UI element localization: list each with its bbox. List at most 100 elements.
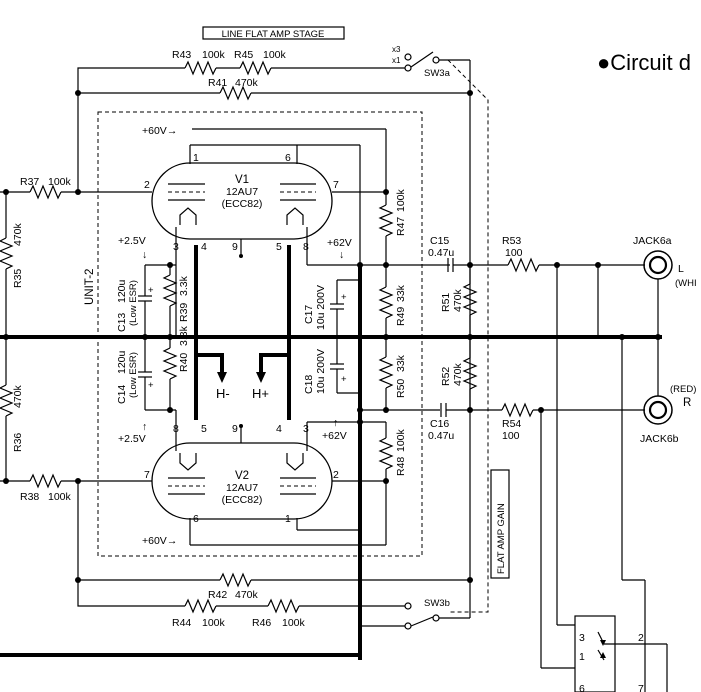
heater-minus-label: H- [216,386,230,401]
svg-text:+: + [148,380,154,391]
r46-val: 100k [282,617,306,629]
r36-val: 470k [12,384,24,408]
r38-symbol [29,473,62,489]
c16-ref: C16 [430,418,449,430]
v25-bot: +2.5V [118,433,146,445]
r44-ref: R44 [172,617,191,629]
heater-minus-line [194,245,224,372]
v2-pin-6: 6 [193,513,199,525]
c13-ref: C13 [116,313,128,332]
fb-top-left-wire [77,67,185,192]
r49-val: 33k [395,284,407,302]
v60-bot: +60V→ [142,535,177,547]
r39-symbol [162,274,178,307]
sw3a-label: SW3a [424,68,451,79]
sw3a-x3: x3 [392,45,401,54]
jack6b-outer [643,395,673,425]
r36-ref: R36 [12,433,24,452]
circuit-title: ●Circuit d [597,50,691,75]
r43-symbol [184,60,217,76]
c16-val: 0.47u [428,430,454,442]
svg-text:↑: ↑ [142,421,147,433]
heater-minus-arrow [217,372,227,383]
r37-val: 100k [48,176,72,188]
r42-symbol [219,572,252,588]
relay-pin-7: 7 [638,683,644,692]
v62-top: +62V [327,237,352,249]
relay-pin-2: 2 [638,632,644,644]
r37-ref: R37 [20,176,39,188]
r38-ref: R38 [20,491,39,503]
v60-top: +60V→ [142,125,177,137]
r54-ref: R54 [502,418,521,430]
v1-name: V1 [235,174,249,186]
svg-text:+: + [341,292,347,303]
r45-val: 100k [263,49,287,61]
v1-pin-3: 3 [173,241,179,253]
v2-pin-4: 4 [276,423,282,435]
c14-ref: C14 [116,385,128,404]
v1-pin-2: 2 [144,179,150,191]
r51-val: 470k [452,288,464,312]
v2-pin-5: 5 [201,423,207,435]
relay-pin-6: 6 [579,683,585,692]
unit-2-label: UNIT-2 [84,269,96,305]
jack6a-outer [643,250,673,280]
r40-symbol [162,347,178,380]
r49-ref: R49 [395,307,407,326]
v2-pin-8: 8 [173,423,179,435]
jack-L: L [678,263,684,275]
relay-pin-3: 3 [579,632,585,644]
r41-val: 470k [235,77,259,89]
v2-pin-3: 3 [303,423,309,435]
r48-val: 100k [395,428,407,452]
v1-pin-1: 1 [193,152,199,164]
r36-symbol [0,384,14,417]
v2-alt: (ECC82) [222,494,263,506]
sw3a-blade [410,51,434,68]
jack6a-label: JACK6a [633,235,672,247]
sw3b-blade [410,616,434,627]
v1-cathode-b [286,207,304,225]
v1-pin-4: 4 [201,241,207,253]
r39-val: 3.3k [178,275,190,296]
sw3b-common [432,614,440,622]
c18-ref: C18 [303,375,315,394]
stage-title: LINE FLAT AMP STAGE [222,29,325,40]
c15-val: 0.47u [428,247,454,259]
sw3b-label: SW3b [424,598,450,609]
r49-symbol [378,286,394,319]
jack6b-label: JACK6b [640,433,679,445]
c13-note: (Low ESR) [128,280,139,326]
svg-text:↓: ↓ [339,249,344,261]
v1-type: 12AU7 [226,186,258,198]
heater-plus-line [259,245,291,372]
r51-symbol [462,283,478,316]
v1-pin-8: 8 [303,241,309,253]
relay-box [574,615,616,692]
r54-symbol [501,402,534,418]
v2-cathode-b [286,453,304,471]
r43-ref: R43 [172,49,191,61]
r39-ref: R39 [178,303,190,322]
jack6a-inner [648,255,668,275]
c14-val: 120u [116,350,128,374]
r35-ref: R35 [12,269,24,288]
sw3b-contact-a [404,602,412,610]
v62-bot: +62V [322,430,347,442]
v2-cathode-a [179,453,197,471]
c17-ref: C17 [303,305,315,324]
c15-ref: C15 [430,235,449,247]
v1-pin-9: 9 [232,241,238,253]
r50-symbol [378,356,394,389]
r53-symbol [507,257,540,273]
v1-pin-6: 6 [285,152,291,164]
sw3b-contact-b [404,622,412,630]
r44-symbol [184,598,217,614]
gain-label: FLAT AMP GAIN [496,503,507,574]
r47-val: 100k [395,188,407,212]
jack6b-inner [648,400,668,420]
r52-symbol [462,357,478,390]
r45-ref: R45 [234,49,253,61]
